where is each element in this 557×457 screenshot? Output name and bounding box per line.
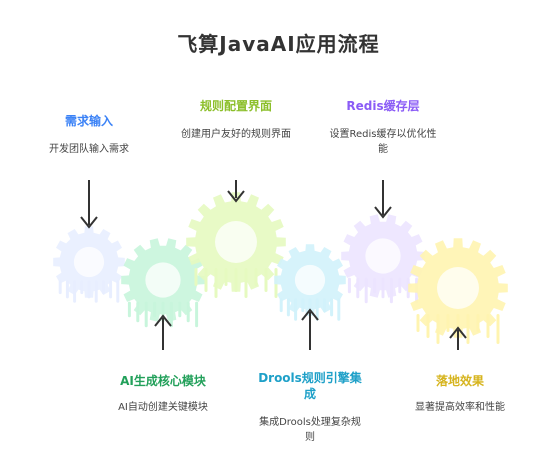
page-title: 飞算JavaAI应用流程	[177, 32, 380, 56]
step-need-input-label: 需求输入	[64, 114, 113, 128]
step-redis-desc: 设置Redis缓存以优化性能	[329, 129, 437, 155]
step-rule-config-desc: 创建用户友好的规则界面	[181, 129, 291, 140]
step-redis-label: Redis缓存层	[346, 99, 420, 113]
arrow-rule-config-head	[227, 190, 245, 203]
arrow-drools-head	[301, 308, 319, 321]
step-ai-module-desc: AI自动创建关键模块	[118, 402, 208, 413]
gear-need-input	[53, 226, 125, 303]
step-ai-module-label: AI生成核心模块	[120, 374, 206, 388]
step-result-label: 落地效果	[435, 374, 484, 388]
step-drools-desc: 集成Drools处理复杂规则	[259, 417, 361, 443]
arrow-result-head	[449, 326, 467, 339]
gear-result	[408, 238, 508, 344]
step-drools-label: Drools规则引擎集成	[258, 371, 362, 401]
arrow-redis-head	[374, 206, 392, 219]
step-result-desc: 显著提高效率和性能	[415, 402, 505, 413]
arrow-need-input-head	[80, 216, 98, 229]
gear-ai-module	[121, 238, 205, 328]
gear-drools	[274, 244, 346, 321]
arrow-ai-module-head	[154, 314, 172, 327]
step-need-input-desc: 开发团队输入需求	[49, 144, 129, 155]
step-rule-config-label: 规则配置界面	[199, 99, 272, 113]
gear-rule-config	[186, 192, 286, 298]
